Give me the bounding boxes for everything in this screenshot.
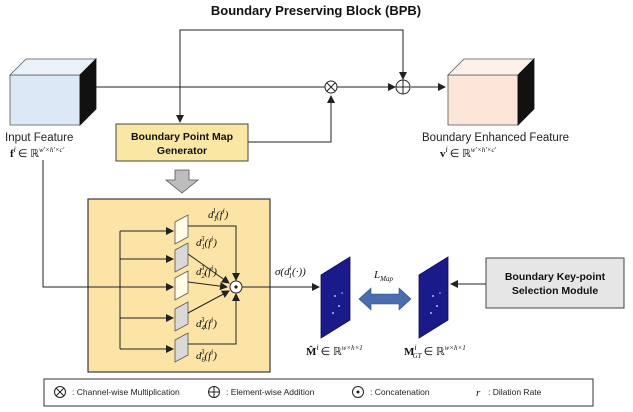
input-feature-formula: fi∈ ℝw′×h′×c′ <box>10 145 65 160</box>
channel-multiply-operator <box>324 80 338 94</box>
legend-dilation-symbol: r <box>476 387 481 399</box>
output-cube-side <box>517 58 535 126</box>
block5-to-concat-wire <box>188 293 240 345</box>
legend-concat-label: : Concatenation <box>370 387 430 397</box>
legend-box <box>43 378 594 407</box>
selection-label-line2: Selection Module <box>512 285 599 297</box>
legend-multiply-label: : Channel-wise Multiplication <box>72 387 180 397</box>
loss-label: LMap <box>373 269 393 283</box>
output-feature-formula: vi∈ ℝw′×h′×c′ <box>440 145 497 160</box>
output-feature-label: Boundary Enhanced Feature <box>422 132 569 144</box>
add-legend-icon <box>208 386 220 398</box>
block3-to-concat-wire <box>187 281 228 291</box>
generator-label-line1: Boundary Point Map <box>131 131 233 143</box>
branch-label-1: d11(fi) <box>208 207 229 223</box>
dilated-conv-block-1 <box>174 214 189 245</box>
ground-truth-boundary-map <box>418 256 449 339</box>
multiply-legend-icon <box>54 386 66 398</box>
block4-to-concat-wire <box>187 290 230 314</box>
output-feature-cube <box>447 58 535 126</box>
legend-add-label: : Element-wise Addition <box>226 387 315 397</box>
boundary-point-map-generator-box <box>115 123 249 162</box>
concatenation-operator <box>229 280 243 294</box>
branch-label-2: d13(fi) <box>196 235 217 251</box>
concat-legend-icon <box>352 386 364 398</box>
input-cube-front <box>9 74 81 126</box>
expand-down-arrow <box>164 169 200 194</box>
input-feature-cube <box>9 58 97 126</box>
residual-skip-wire <box>179 29 407 87</box>
element-add-operator <box>395 79 411 95</box>
dilated-conv-block-5 <box>174 332 189 363</box>
keypoint-selection-module-box <box>485 257 625 309</box>
input-to-panel-wire <box>42 160 120 288</box>
output-cube-front <box>447 74 519 126</box>
generator-label-line2: Generator <box>157 145 207 157</box>
input-cube-side <box>79 58 97 126</box>
generator-to-multiply-wire <box>248 95 335 143</box>
selection-label-line1: Boundary Key-point <box>505 271 606 283</box>
block2-to-concat-wire <box>187 253 230 284</box>
predicted-boundary-map <box>320 256 351 339</box>
dilated-conv-block-3 <box>174 270 189 301</box>
branch-label-4: d43(fi) <box>196 316 217 332</box>
branch-label-3: d23(fi) <box>196 264 217 280</box>
diagram-title: Boundary Preserving Block (BPB) <box>211 3 421 18</box>
dilated-conv-block-4 <box>174 301 189 332</box>
predicted-map-formula: M̂i∈ ℝw×h×1 <box>306 343 363 358</box>
legend-dilation-label: : Dilation Rate <box>488 387 542 397</box>
dilated-conv-block-2 <box>174 242 189 273</box>
block1-to-concat-wire <box>188 225 240 281</box>
input-feature-label: Input Feature <box>5 132 73 144</box>
loss-double-arrow <box>358 287 412 311</box>
branch-label-5: d63(fi) <box>196 348 217 364</box>
